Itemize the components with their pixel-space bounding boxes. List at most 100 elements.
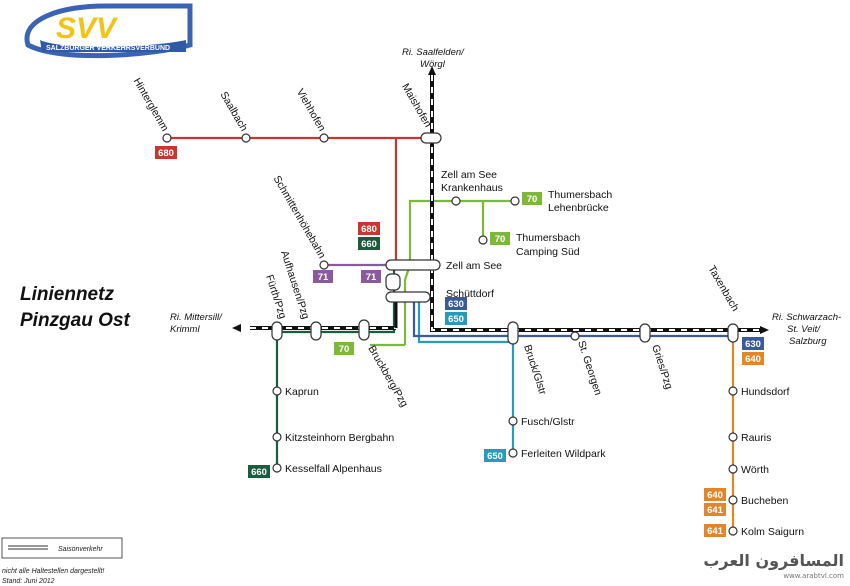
svg-text:640: 640 <box>745 354 761 365</box>
hub-bruck[interactable] <box>507 321 519 345</box>
arrow-north-icon <box>428 66 436 75</box>
stop-zell-krankenhaus[interactable] <box>451 196 461 206</box>
stop-kaprun[interactable] <box>272 386 282 396</box>
badge-630-a: 630 <box>445 297 467 310</box>
hub-taxenbach[interactable] <box>727 323 739 343</box>
logo-name: SALZBURGER VERKEHRSVERBUND <box>46 45 170 52</box>
stop-viehhofen[interactable] <box>319 133 329 143</box>
svg-text:680: 680 <box>158 148 174 159</box>
line-630 <box>412 296 733 338</box>
line-680 <box>167 136 430 265</box>
hub-aufhausen[interactable] <box>310 321 322 341</box>
badge-640-b: 640 <box>704 488 726 501</box>
hub-gries[interactable] <box>639 323 651 343</box>
footnote-1: nicht alle Haltestellen dargestellt! <box>2 568 104 575</box>
label-zell-krankenhaus-1: Zell am See <box>441 169 497 181</box>
map-title-line1: Liniennetz <box>20 284 114 305</box>
label-zell-krankenhaus-2: Krankenhaus <box>441 182 503 194</box>
map-title-line2: Pinzgau Ost <box>20 310 130 331</box>
svg-text:660: 660 <box>251 467 267 478</box>
stop-st-georgen[interactable] <box>570 331 580 341</box>
badge-71-a: 71 <box>313 270 333 283</box>
hub-maishofen[interactable] <box>420 132 442 144</box>
badge-641-b: 641 <box>704 524 726 537</box>
stop-saalbach[interactable] <box>241 133 251 143</box>
hub-bruckberg[interactable] <box>358 319 370 341</box>
line-70 <box>370 199 515 347</box>
badge-641-a: 641 <box>704 503 726 516</box>
badge-660-b: 660 <box>248 465 270 478</box>
direction-north-2: Wörgl <box>420 59 446 70</box>
label-fuerth: Fürth/Pzg <box>263 273 289 320</box>
railway-line <box>250 75 760 332</box>
badge-70-c: 70 <box>334 342 354 355</box>
stop-kitzsteinhorn[interactable] <box>272 432 282 442</box>
svg-text:630: 630 <box>448 299 464 310</box>
direction-east-3: Salzburg <box>789 336 827 347</box>
label-st-georgen: St. Georgen <box>575 339 604 397</box>
label-gries: Gries/Pzg <box>649 343 675 391</box>
label-kitzsteinhorn: Kitzsteinhorn Bergbahn <box>285 432 394 444</box>
stop-thumersbach-camping[interactable] <box>478 235 488 245</box>
footnote-2: Stand: Juni 2012 <box>2 578 55 585</box>
legend: Saisonverkehr <box>1 537 123 559</box>
svg-text:650: 650 <box>487 451 503 462</box>
label-maishofen: Maishofen <box>399 82 434 130</box>
direction-west-1: Ri. Mittersill/ <box>170 312 223 323</box>
logo-letters: SVV <box>56 12 119 45</box>
hub-zell-am-see[interactable] <box>385 259 441 271</box>
label-bruckberg: Bruckberg/Pzg <box>365 344 410 410</box>
label-ferleiten: Ferleiten Wildpark <box>521 448 606 460</box>
direction-east-1: Ri. Schwarzach- <box>772 312 841 323</box>
watermark-text: المسافرون العرب <box>703 551 844 570</box>
stop-hundsdorf[interactable] <box>728 386 738 396</box>
label-bucheben: Bucheben <box>741 495 788 507</box>
svg-text:640: 640 <box>707 490 723 501</box>
svg-text:650: 650 <box>448 314 464 325</box>
stop-schmittenhoehebahn[interactable] <box>319 260 329 270</box>
direction-north-1: Ri. Saalfelden/ <box>402 47 465 58</box>
svg-text:71: 71 <box>318 272 329 283</box>
label-thumersbach-lehenbruecke-2: Lehenbrücke <box>548 202 609 214</box>
label-schmittenhoehebahn: Schmittenhöhebahn <box>271 174 328 261</box>
svg-text:660: 660 <box>361 239 377 250</box>
svg-text:70: 70 <box>495 234 506 245</box>
stop-hinterglemm[interactable] <box>162 133 172 143</box>
label-woerth: Wörth <box>741 464 769 476</box>
stop-rauris[interactable] <box>728 432 738 442</box>
label-taxenbach: Taxenbach <box>705 264 741 314</box>
label-thumersbach-camping-2: Camping Süd <box>516 246 580 258</box>
stop-kolm-saigurn[interactable] <box>728 526 738 536</box>
stop-ferleiten[interactable] <box>508 448 518 458</box>
svv-logo: SVV SALZBURGER VERKEHRSVERBUND <box>24 3 193 59</box>
label-rauris: Rauris <box>741 432 771 444</box>
label-zell-am-see: Zell am See <box>446 260 502 272</box>
label-saalbach: Saalbach <box>218 90 250 134</box>
svg-text:641: 641 <box>707 526 724 537</box>
badge-660-a: 660 <box>358 237 380 250</box>
label-kolm-saigurn: Kolm Saigurn <box>741 526 804 538</box>
stop-woerth[interactable] <box>728 464 738 474</box>
badge-630-b: 630 <box>742 337 764 350</box>
svg-text:71: 71 <box>366 272 377 283</box>
svg-text:680: 680 <box>361 224 377 235</box>
stop-bucheben[interactable] <box>728 495 738 505</box>
hub-zell-am-see-2[interactable] <box>385 273 401 291</box>
arrow-east-icon <box>760 326 769 334</box>
label-thumersbach-camping-1: Thumersbach <box>516 232 580 244</box>
hub-fuerth[interactable] <box>271 321 283 341</box>
badge-70-a: 70 <box>522 192 542 205</box>
badge-70-b: 70 <box>490 232 510 245</box>
label-thumersbach-lehenbruecke-1: Thumersbach <box>548 189 612 201</box>
label-bruck: Bruck/Glstr <box>521 343 549 397</box>
badge-640-a: 640 <box>742 352 764 365</box>
line-650 <box>417 296 515 455</box>
arrow-west-icon <box>232 324 241 332</box>
stop-thumersbach-lehenbruecke[interactable] <box>510 196 520 206</box>
badge-680-a: 680 <box>155 146 177 159</box>
hub-schuettdorf[interactable] <box>385 291 431 303</box>
stop-kesselfall[interactable] <box>272 463 282 473</box>
badge-650-b: 650 <box>484 449 506 462</box>
stop-fusch[interactable] <box>508 416 518 426</box>
